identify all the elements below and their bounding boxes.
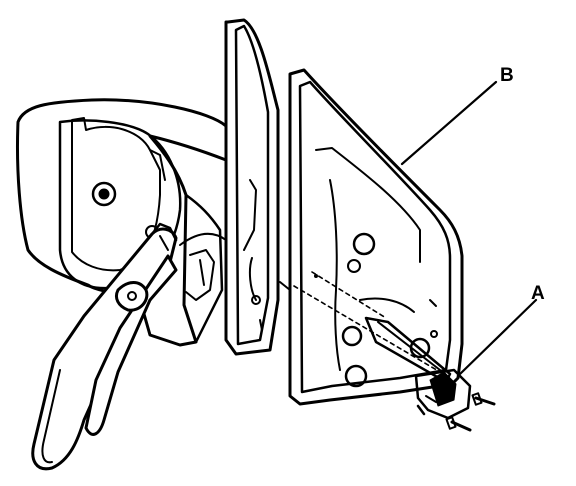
leader-line-a (458, 298, 538, 376)
mirror-housing (15, 98, 228, 347)
cable-connector-a (364, 316, 472, 420)
callout-leaders (400, 80, 538, 376)
leader-line-b (400, 80, 498, 166)
pliers-icon (31, 222, 178, 471)
mirror-bracket-b (288, 68, 464, 406)
callout-label-b: B (500, 65, 514, 86)
screw-icon (416, 392, 496, 432)
alignment-lines (293, 271, 441, 373)
door-trim-panel (224, 18, 280, 356)
callout-label-a: A (531, 283, 545, 304)
